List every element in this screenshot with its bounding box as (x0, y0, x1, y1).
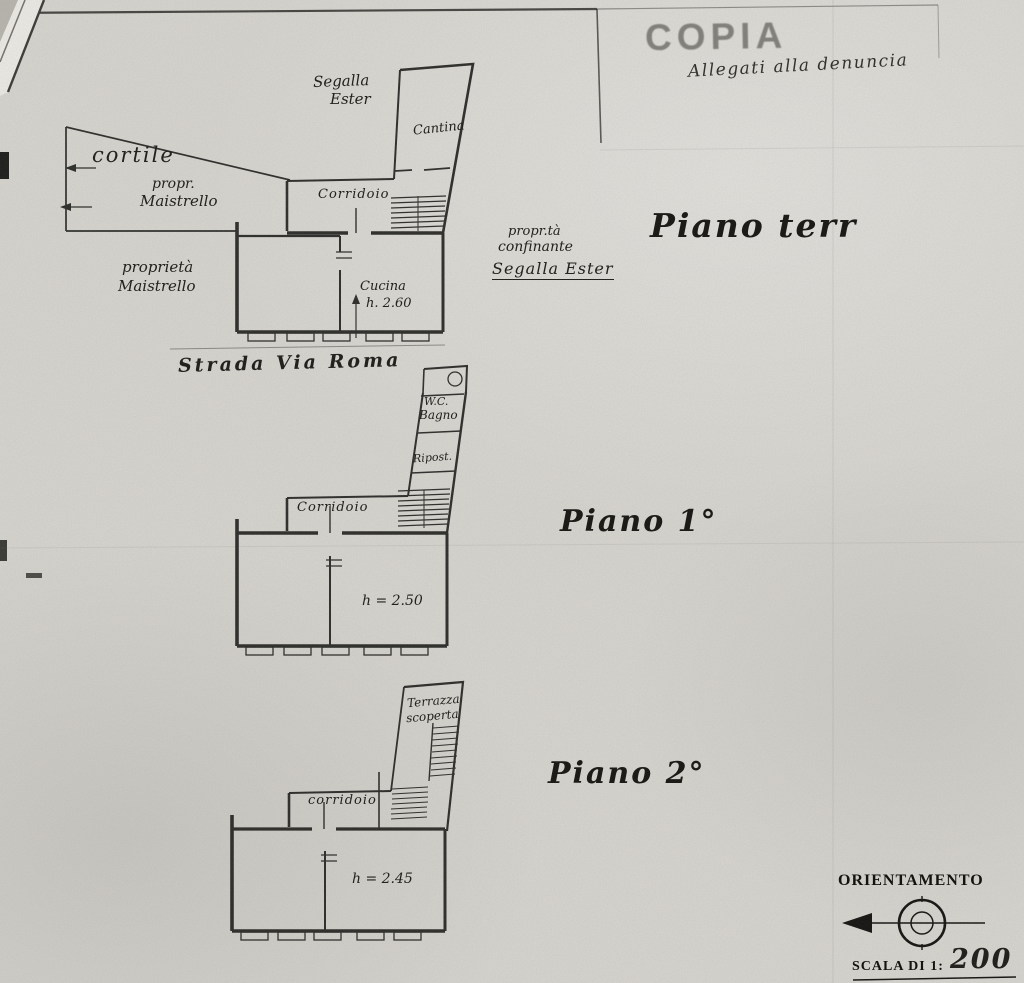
plan-title-ground: Piano terr (650, 206, 858, 245)
label-corridoio-ground: Corridoio (318, 187, 390, 202)
label-height-first: h = 2.50 (362, 593, 423, 609)
label-wc: W.C. (424, 395, 449, 408)
label-height-second: h = 2.45 (352, 871, 413, 887)
label-confinante-line3: Segalla Ester (492, 259, 614, 280)
label-cucina: Cucina (360, 279, 406, 294)
label-height-ground: h. 2.60 (366, 296, 412, 311)
label-proprieta-line1: proprietà (122, 258, 194, 276)
scale-value: 200 (950, 944, 1013, 975)
label-cortile: cortile (92, 143, 175, 167)
label-owner-top-line2: Ester (330, 90, 371, 108)
copia-stamp: COPIA (644, 14, 788, 59)
label-confinante-line1: propr.tà (508, 224, 561, 239)
label-propr-line2: Maistrello (140, 192, 218, 210)
label-proprieta-line2: Maistrello (118, 277, 196, 295)
label-confinante-line2: confinante (498, 239, 573, 255)
plan-title-first: Piano 1° (560, 504, 718, 539)
label-propr-line1: propr. (152, 176, 195, 192)
label-corridoio-second: corridoio (308, 793, 377, 808)
plan-title-second: Piano 2° (548, 756, 706, 791)
label-owner-top-line1: Segalla (312, 71, 370, 91)
label-bagno: Bagno (419, 408, 458, 422)
orientamento-label: ORIENTAMENTO (838, 872, 984, 889)
label-corridoio-first: Corridoio (297, 500, 369, 515)
label-ripost: Ripost. (412, 449, 453, 466)
scale-label: SCALA DI 1: (852, 959, 944, 974)
